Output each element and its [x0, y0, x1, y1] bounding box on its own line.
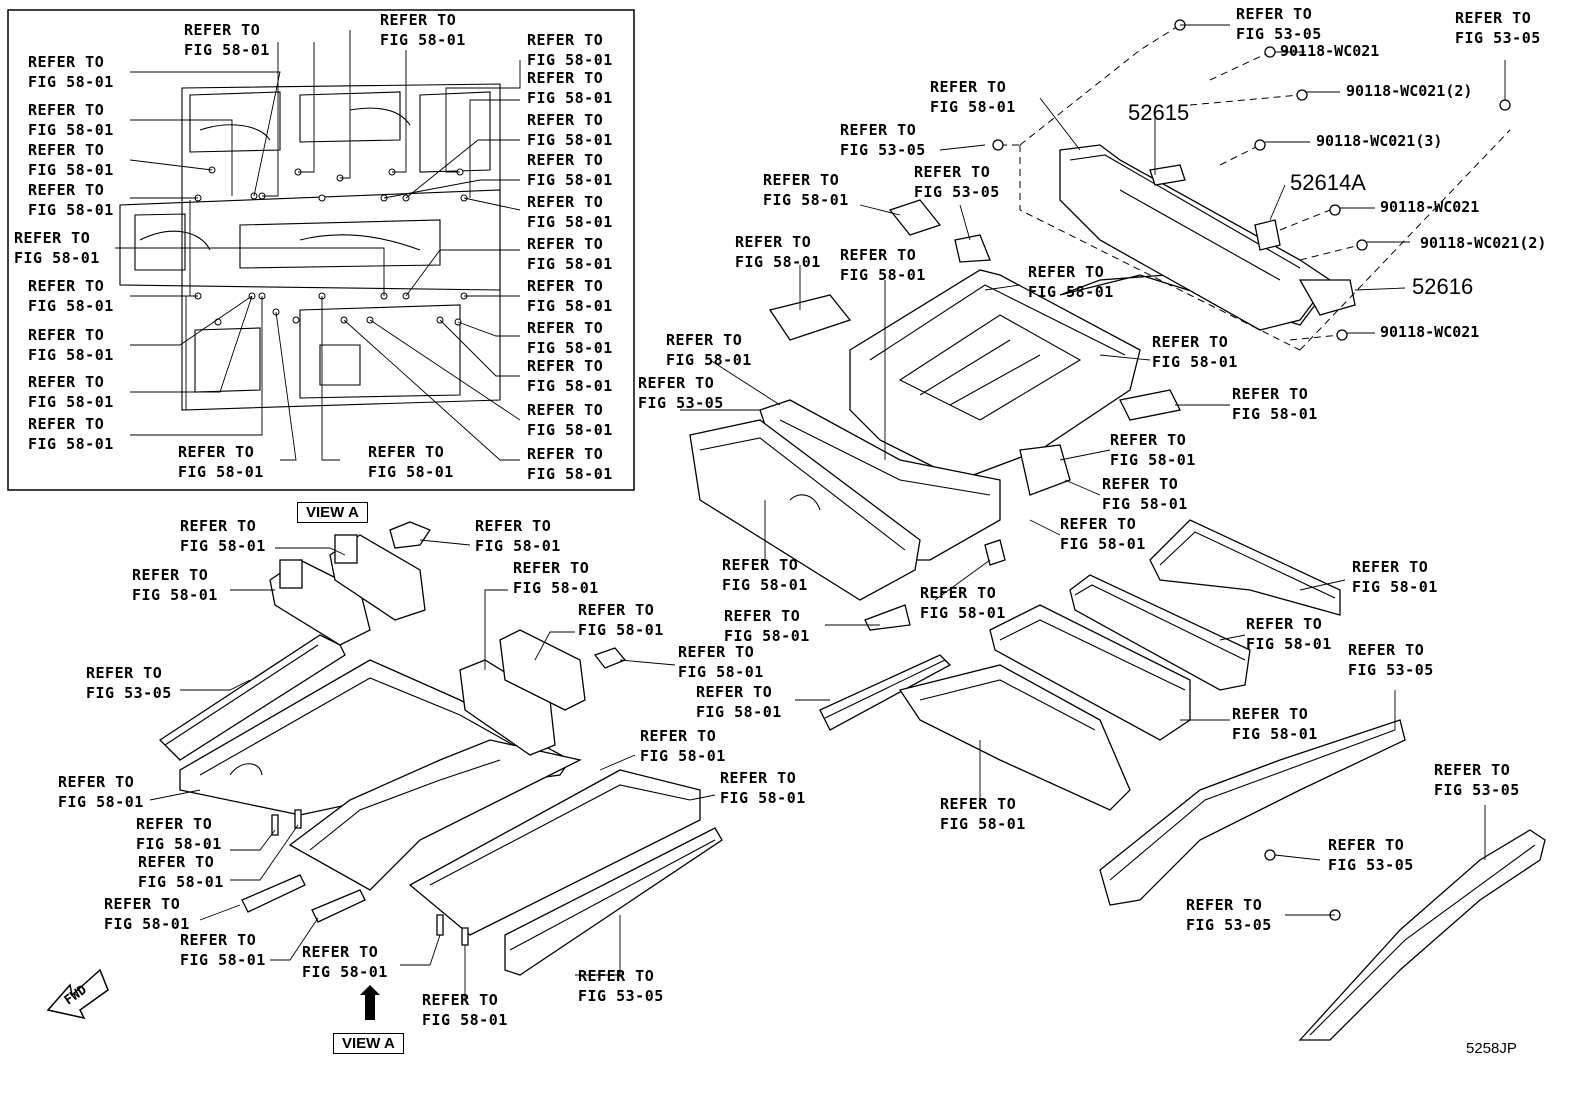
rear-crossmember-assembly: [1059, 144, 1356, 331]
right-rails: [819, 519, 1546, 1041]
part-number-90118-wc021-2: 90118-WC021(2): [1420, 234, 1547, 252]
part-number-90118-wc021: 90118-WC021: [1380, 198, 1480, 216]
view-a-label: VIEW A: [297, 502, 368, 523]
bolt-dash-lines: [1000, 24, 1511, 351]
part-number-90118-wc021: 90118-WC021: [1380, 323, 1480, 341]
part-number-52616: 52616: [1412, 274, 1474, 299]
view-a-arrow: [360, 985, 380, 1020]
diagram-code: 5258JP: [1466, 1040, 1517, 1057]
inset-leaders: [115, 30, 521, 461]
part-number-90118-wc021-3: 90118-WC021(3): [1316, 132, 1443, 150]
view-a-label: VIEW A: [333, 1033, 404, 1054]
part-number-90118-wc021: 90118-WC021: [1280, 42, 1380, 60]
part-number-90118-wc021-2: 90118-WC021(2): [1346, 82, 1473, 100]
inset-floor-outline: [119, 83, 501, 411]
inset-dots: [194, 166, 468, 326]
inset-frame: [7, 9, 635, 491]
fwd-arrow: [46, 968, 109, 1020]
rear-leaders: [680, 24, 1506, 916]
part-number-52614a: 52614A: [1290, 170, 1366, 195]
front-floor-assembly: [158, 521, 723, 976]
front-floor-leaders: [149, 539, 716, 1000]
part-number-52615: 52615: [1128, 100, 1190, 125]
